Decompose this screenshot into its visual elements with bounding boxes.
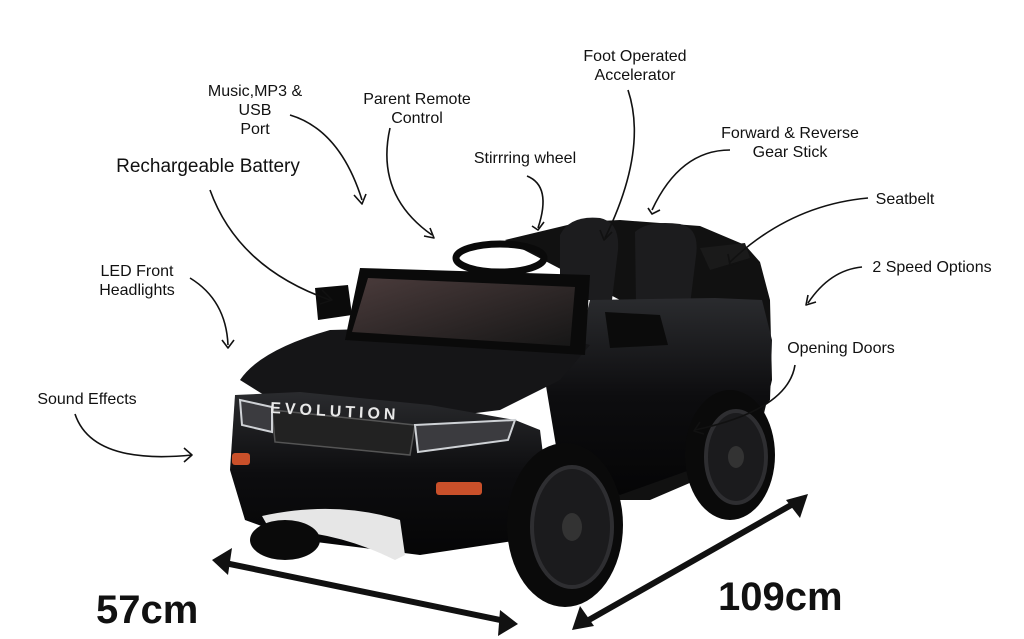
wheels <box>250 390 775 607</box>
label-led-headlights: LED Front Headlights <box>99 263 175 299</box>
label-parent-remote: Parent Remote Control <box>363 91 471 127</box>
arrow-foot-accelerator <box>604 89 636 239</box>
arrow-doors <box>694 364 796 431</box>
arrow-gear-stick <box>651 149 731 211</box>
label-steering-wheel: Stirrring wheel <box>473 150 577 167</box>
label-gear-stick: Forward & Reverse Gear Stick <box>721 125 859 161</box>
arrow-led <box>189 277 229 346</box>
label-seatbelt: Seatbelt <box>875 191 935 208</box>
arrow-seatbelt <box>729 197 869 263</box>
arrow-sound <box>74 413 193 458</box>
arrow-speed <box>807 266 863 304</box>
dimension-width-label: 57cm <box>96 588 199 632</box>
dimension-length-label: 109cm <box>718 575 843 619</box>
arrow-battery <box>209 189 331 301</box>
arrow-music <box>289 114 363 201</box>
car-badge: EVOLUTION <box>270 400 400 424</box>
label-music-mp3-usb: Music,MP3 & USB Port <box>207 83 303 138</box>
label-rechargeable-battery: Rechargeable Battery <box>116 156 300 177</box>
arrow-parent-remote <box>386 127 433 236</box>
label-foot-accelerator: Foot Operated Accelerator <box>583 48 687 84</box>
label-opening-doors: Opening Doors <box>787 340 895 357</box>
label-sound-effects: Sound Effects <box>37 391 137 408</box>
arrow-steering <box>526 175 544 229</box>
label-2-speed-options: 2 Speed Options <box>872 259 992 276</box>
dimension-arrows <box>217 497 803 628</box>
